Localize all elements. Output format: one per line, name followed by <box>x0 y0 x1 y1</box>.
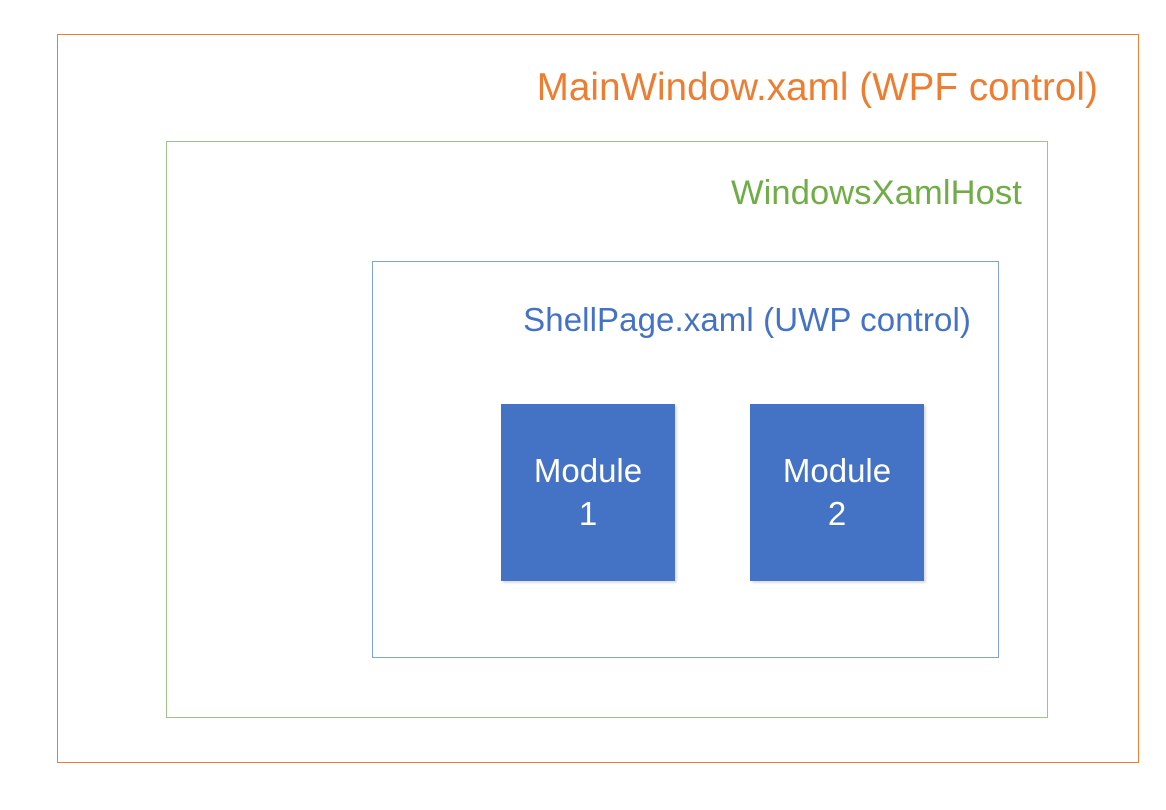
module-number-2: 2 <box>827 494 847 532</box>
container-label-windows-xaml-host: WindowsXamlHost <box>731 174 1022 212</box>
module-number-1: 1 <box>578 494 598 532</box>
module-label-1: Module 1 <box>534 450 642 534</box>
module-name-2: Module <box>782 452 892 490</box>
module-block-2: Module 2 <box>750 404 924 581</box>
container-label-shell-page: ShellPage.xaml (UWP control) <box>523 301 971 338</box>
module-label-2: Module 2 <box>783 450 891 534</box>
container-main-window <box>57 34 1139 763</box>
module-block-1: Module 1 <box>501 404 675 581</box>
container-windows-xaml-host <box>166 141 1048 718</box>
container-label-main-window: MainWindow.xaml (WPF control) <box>536 66 1098 109</box>
container-shell-page <box>372 261 999 658</box>
module-name-1: Module <box>533 452 643 490</box>
